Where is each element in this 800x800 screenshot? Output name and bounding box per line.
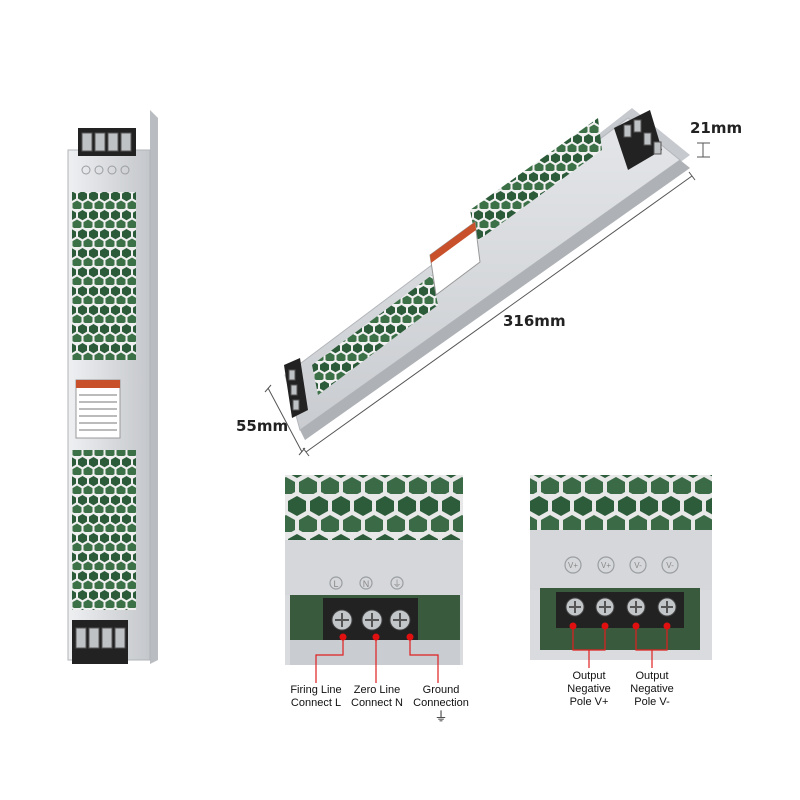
- callout-text: Negative: [630, 683, 674, 695]
- callout-output-v-minus: Output Negative Pole V-: [622, 670, 682, 709]
- vertical-power-supply: [67, 110, 158, 664]
- ac-terminal-detail: L N ⏚: [285, 475, 463, 665]
- symbol-N: N: [363, 579, 370, 589]
- callout-text: Connect N: [351, 697, 403, 709]
- callout-text: Pole V-: [634, 696, 670, 708]
- callout-output-v-plus: Output Negative Pole V+: [559, 670, 619, 709]
- callout-lines: [315, 626, 668, 683]
- length-dimension: 316mm: [503, 312, 566, 330]
- dimension-lines: [264, 142, 710, 457]
- callout-dots: [339, 622, 671, 641]
- callout-text: Ground: [422, 684, 460, 696]
- angled-power-supply: [284, 108, 690, 440]
- callout-text: Connection: [413, 697, 469, 709]
- callout-text: Output: [635, 670, 669, 682]
- callout-text: Negative: [567, 683, 611, 695]
- callout-firing-line: Firing Line Connect L: [283, 684, 349, 710]
- symbol-L: L: [333, 579, 338, 589]
- callout-text: Output: [572, 670, 606, 682]
- symbol-v-minus-2: V-: [666, 561, 674, 570]
- symbol-v-plus-1: V+: [568, 561, 578, 570]
- callout-text: Firing Line: [290, 684, 342, 696]
- symbol-v-minus-1: V-: [634, 561, 642, 570]
- symbol-ground: ⏚: [392, 579, 401, 589]
- callout-zero-line: Zero Line Connect N: [345, 684, 409, 710]
- callout-ground: Ground Connection ⏚: [410, 684, 472, 723]
- callout-text: Pole V+: [569, 696, 609, 708]
- height-dimension: 21mm: [690, 119, 743, 137]
- callout-text: Zero Line: [353, 684, 401, 696]
- callout-text: Connect L: [290, 697, 342, 709]
- ground-icon: ⏚: [434, 709, 448, 724]
- width-dimension: 55mm: [236, 417, 289, 435]
- symbol-v-plus-2: V+: [601, 561, 611, 570]
- dc-terminal-detail: V+ V+ V- V-: [530, 475, 712, 660]
